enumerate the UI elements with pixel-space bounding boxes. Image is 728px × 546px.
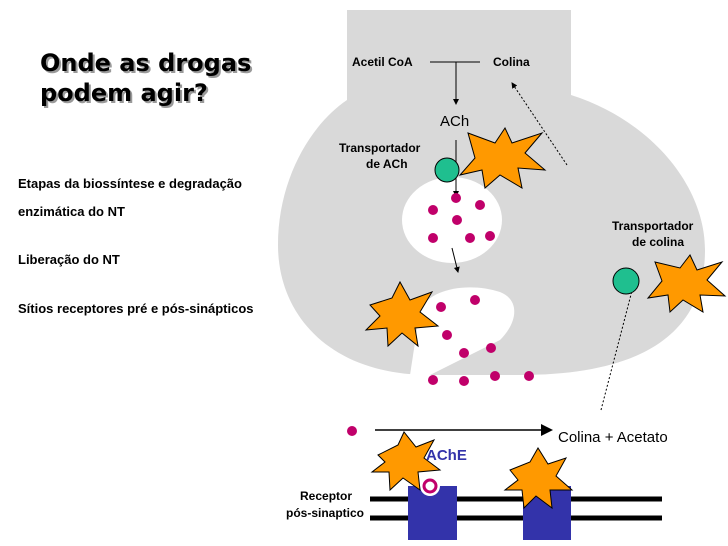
- page-title-line2: podem agir?: [40, 79, 208, 107]
- ach-molecule: [470, 295, 480, 305]
- receptor-label-line2: pós-sinaptico: [286, 506, 364, 520]
- fusing-vesicle: [410, 287, 515, 375]
- ach-molecule: [475, 200, 485, 210]
- ach-molecule: [452, 215, 462, 225]
- transportador-colina-label-line2: de colina: [632, 235, 684, 249]
- postsynaptic-receptor-left: [408, 486, 457, 540]
- choline-recycle-arrow: [511, 82, 568, 166]
- ach-molecule: [524, 371, 534, 381]
- ach-molecule: [442, 330, 452, 340]
- acetil-coa-label: Acetil CoA: [352, 55, 413, 69]
- starburst-icon: [646, 254, 727, 314]
- ach-molecule: [485, 231, 495, 241]
- ach-molecules: [347, 193, 534, 436]
- step-release: Liberação do NT: [18, 252, 120, 267]
- ach-molecule: [347, 426, 357, 436]
- colina-label: Colina: [493, 55, 530, 69]
- ach-molecule: [428, 233, 438, 243]
- starburst-icon: [458, 126, 547, 190]
- choline-reuptake-arrow: [600, 282, 636, 411]
- ach-molecule: [428, 375, 438, 385]
- ach-molecule: [490, 371, 500, 381]
- transportador-ach-label-line2: de ACh: [366, 157, 408, 171]
- release-arrow: [451, 247, 460, 273]
- page-title: Onde as drogas podem agir?: [40, 48, 330, 108]
- ach-molecule: [451, 193, 461, 203]
- receptor-bound-molecule: [422, 478, 438, 494]
- transportador-colina-label-line1: Transportador: [612, 219, 694, 233]
- ach-molecule: [436, 302, 446, 312]
- starburst-icon: [503, 447, 574, 510]
- step-receptor-sites: Sítios receptores pré e pós-sinápticos: [18, 301, 254, 316]
- drug-action-markers: [364, 126, 727, 510]
- ach-label: ACh: [440, 113, 469, 130]
- receptor-label-line1: Receptor: [300, 489, 352, 503]
- presynaptic-terminal: [278, 10, 705, 375]
- ach-molecule: [465, 233, 475, 243]
- step-biosynthesis: Etapas da biossíntese e degradação: [18, 176, 242, 191]
- ach-transporter: [434, 157, 460, 183]
- choline-transporter: [612, 267, 640, 295]
- page-title-line1: Onde as drogas: [40, 49, 252, 77]
- ach-molecule: [486, 343, 496, 353]
- starburst-icon: [370, 431, 442, 492]
- step-enzymatic-degradation: enzimática do NT: [18, 204, 125, 219]
- transportador-ach-label-line1: Transportador: [339, 141, 421, 155]
- starburst-icon: [364, 280, 440, 348]
- ache-label: AChE: [426, 447, 467, 464]
- ach-molecule: [459, 376, 469, 386]
- colina-acetato-label: Colina + Acetato: [558, 429, 668, 446]
- ach-molecule: [428, 205, 438, 215]
- ach-molecule: [459, 348, 469, 358]
